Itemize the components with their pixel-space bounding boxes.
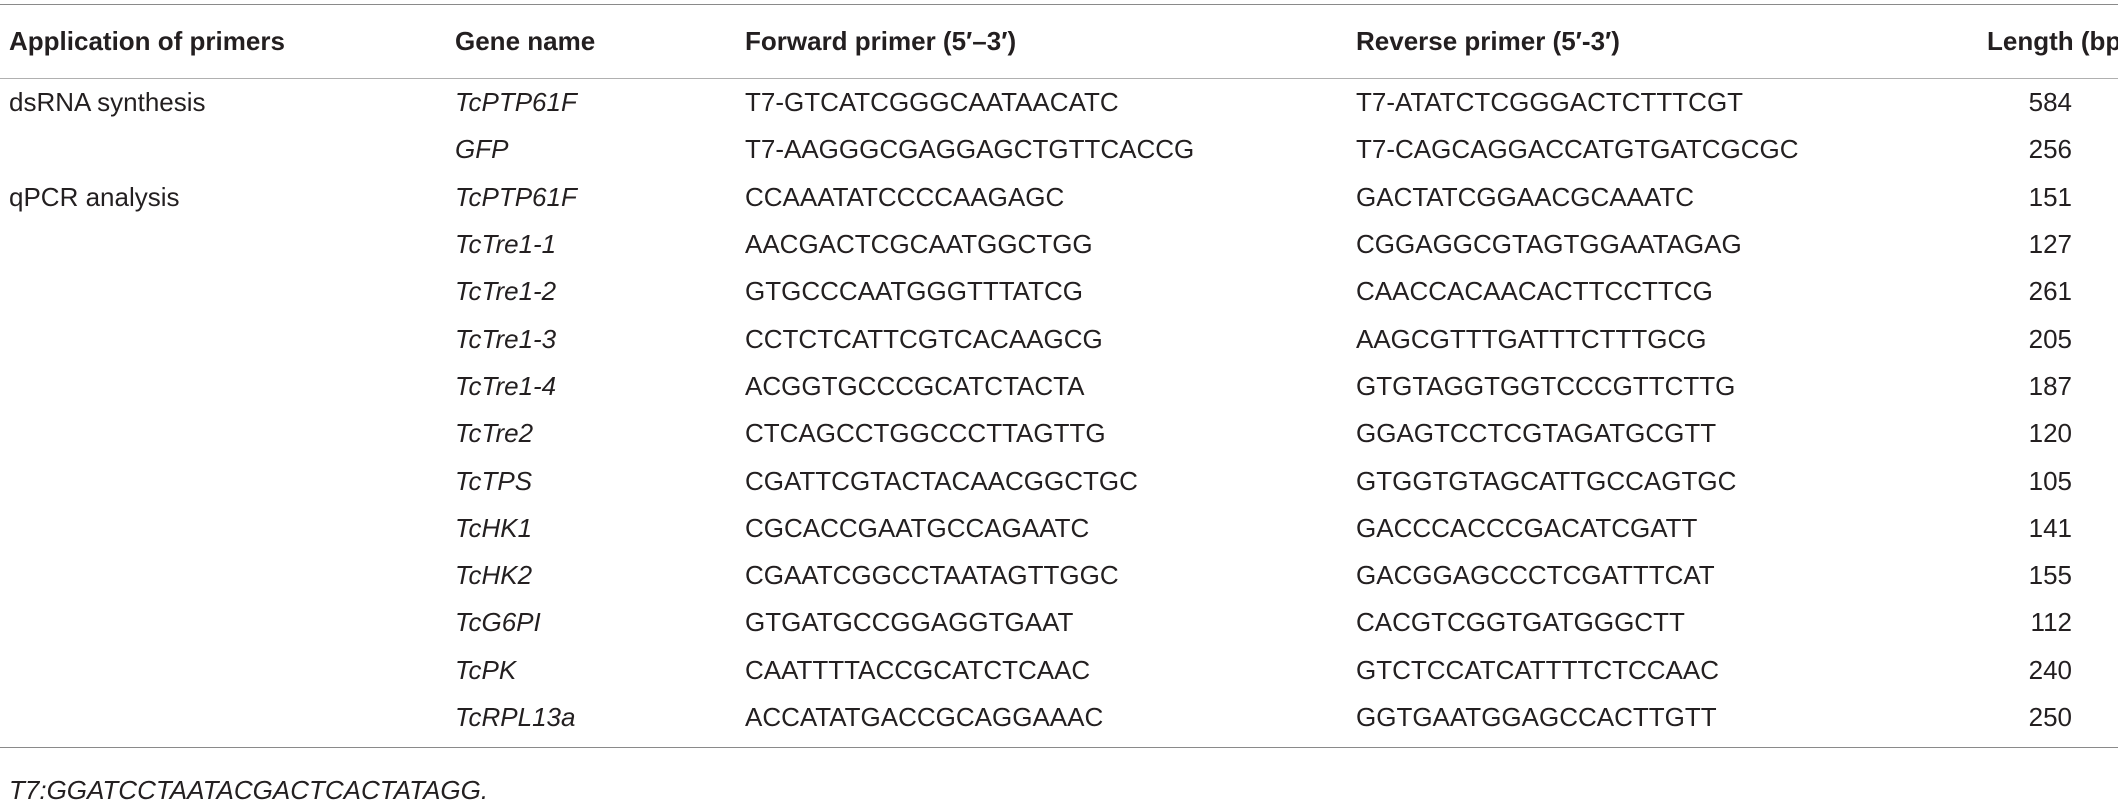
- table-body: dsRNA synthesis TcPTP61F T7-GTCATCGGGCAA…: [0, 78, 2118, 741]
- cell-application: [0, 599, 455, 646]
- cell-forward: CGATTCGTACTACAACGGCTGC: [745, 465, 1138, 496]
- cell-application: [0, 552, 455, 599]
- cell-reverse: CGGAGGCGTAGTGGAATAGAG: [1356, 229, 1742, 260]
- cell-reverse: GGTGAATGGAGCCACTTGTT: [1356, 702, 1717, 732]
- cell-gene: TcTre1-3: [455, 323, 557, 354]
- primer-table-container: Application of primers Gene name Forward…: [0, 4, 2118, 749]
- table-row: TcTre1-2 GTGCCCAATGGGTTTATCG CAACCACAACA…: [0, 268, 2118, 315]
- cell-gene: TcG6PI: [455, 607, 541, 638]
- table-row: TcG6PI GTGATGCCGGAGGTGAAT CACGTCGGTGATGG…: [0, 599, 2118, 646]
- cell-gene: TcTre1-2: [455, 276, 557, 307]
- cell-application: [0, 505, 455, 552]
- cell-reverse: GACCCACCCGACATCGATT: [1356, 512, 1698, 543]
- cell-forward: GTGATGCCGGAGGTGAAT: [745, 607, 1074, 638]
- cell-gene: GFP: [455, 134, 509, 165]
- cell-gene: TcPTP61F: [455, 87, 577, 118]
- cell-gene: TcTre2: [455, 418, 534, 449]
- cell-length: 240: [2028, 654, 2072, 685]
- cell-application: qPCR analysis: [9, 181, 180, 212]
- cell-reverse: GTGGTGTAGCATTGCCAGTGC: [1356, 465, 1737, 496]
- cell-reverse: GGAGTCCTCGTAGATGCGTT: [1356, 418, 1717, 449]
- cell-length: 141: [2028, 512, 2072, 543]
- cell-reverse: GACGGAGCCCTCGATTTCAT: [1356, 560, 1715, 591]
- cell-application: [0, 221, 455, 268]
- cell-gene: TcTre1-1: [455, 229, 557, 260]
- primer-table: Application of primers Gene name Forward…: [0, 5, 2118, 741]
- cell-reverse: CAACCACAACACTTCCTTCG: [1356, 276, 1713, 307]
- header-gene-name: Gene name: [455, 26, 596, 56]
- cell-application: [0, 363, 455, 410]
- header-reverse-primer: Reverse primer (5′-3′): [1356, 26, 1620, 56]
- table-row: TcTre1-4 ACGGTGCCCGCATCTACTA GTGTAGGTGGT…: [0, 363, 2118, 410]
- cell-reverse: CACGTCGGTGATGGGCTT: [1356, 607, 1685, 638]
- cell-length: 112: [2030, 607, 2072, 638]
- cell-application: [0, 126, 455, 173]
- cell-forward: CAATTTTACCGCATCTCAAC: [745, 654, 1091, 685]
- cell-application: [0, 647, 455, 694]
- header-bottom-rule: [0, 78, 2118, 79]
- cell-forward: CCTCTCATTCGTCACAAGCG: [745, 323, 1103, 354]
- cell-forward: CCAAATATCCCCAAGAGC: [745, 181, 1065, 212]
- cell-reverse: GACTATCGGAACGCAAATC: [1356, 181, 1695, 212]
- cell-forward: CTCAGCCTGGCCCTTAGTTG: [745, 418, 1106, 449]
- cell-forward: GTGCCCAATGGGTTTATCG: [745, 276, 1083, 307]
- cell-length: 250: [2028, 702, 2072, 732]
- cell-forward: CGAATCGGCCTAATAGTTGGC: [745, 560, 1119, 591]
- cell-forward: ACCATATGACCGCAGGAAAC: [745, 702, 1104, 732]
- table-row: TcTPS CGATTCGTACTACAACGGCTGC GTGGTGTAGCA…: [0, 457, 2118, 504]
- cell-gene: TcPTP61F: [455, 181, 577, 212]
- cell-application: [0, 315, 455, 362]
- cell-length: 584: [2028, 87, 2072, 118]
- header-length: Length (bp): [1987, 26, 2118, 56]
- table-row: TcHK1 CGCACCGAATGCCAGAATC GACCCACCCGACAT…: [0, 505, 2118, 552]
- table-row: TcPK CAATTTTACCGCATCTCAAC GTCTCCATCATTTT…: [0, 647, 2118, 694]
- cell-gene: TcTre1-4: [455, 370, 557, 401]
- cell-forward: T7-AAGGGCGAGGAGCTGTTCACCG: [745, 134, 1195, 165]
- cell-length: 155: [2028, 560, 2072, 591]
- cell-gene: TcPK: [455, 654, 517, 685]
- cell-forward: ACGGTGCCCGCATCTACTA: [745, 370, 1085, 401]
- table-header-row: Application of primers Gene name Forward…: [0, 5, 2118, 78]
- table-row: TcRPL13a ACCATATGACCGCAGGAAAC GGTGAATGGA…: [0, 694, 2118, 741]
- header-forward-primer: Forward primer (5′–3′): [745, 26, 1017, 56]
- table-row: TcTre1-3 CCTCTCATTCGTCACAAGCG AAGCGTTTGA…: [0, 315, 2118, 362]
- cell-forward: AACGACTCGCAATGGCTGG: [745, 229, 1093, 260]
- table-footnote: T7:GGATCCTAATACGACTCACTATAGG.: [9, 775, 489, 805]
- cell-forward: T7-GTCATCGGGCAATAACATC: [745, 87, 1119, 118]
- table-row: qPCR analysis TcPTP61F CCAAATATCCCCAAGAG…: [0, 174, 2118, 221]
- cell-length: 105: [2028, 465, 2072, 496]
- cell-reverse: T7-CAGCAGGACCATGTGATCGCGC: [1356, 134, 1799, 165]
- cell-length: 261: [2028, 276, 2072, 307]
- cell-reverse: GTCTCCATCATTTTCTCCAAC: [1356, 654, 1719, 685]
- cell-reverse: T7-ATATCTCGGGACTCTTTCGT: [1356, 87, 1744, 118]
- cell-gene: TcTPS: [455, 465, 533, 496]
- table-row: TcTre2 CTCAGCCTGGCCCTTAGTTG GGAGTCCTCGTA…: [0, 410, 2118, 457]
- cell-gene: TcHK2: [455, 560, 533, 591]
- cell-length: 120: [2028, 418, 2072, 449]
- cell-application: [0, 268, 455, 315]
- cell-application: [0, 457, 455, 504]
- cell-application: [0, 694, 455, 741]
- table-top-rule: [0, 4, 2118, 5]
- cell-length: 127: [2028, 229, 2072, 260]
- cell-length: 187: [2028, 370, 2072, 401]
- cell-reverse: AAGCGTTTGATTTCTTTGCG: [1356, 323, 1707, 354]
- table-row: TcHK2 CGAATCGGCCTAATAGTTGGC GACGGAGCCCTC…: [0, 552, 2118, 599]
- cell-length: 256: [2028, 134, 2072, 165]
- header-application: Application of primers: [9, 26, 285, 56]
- cell-length: 205: [2028, 323, 2072, 354]
- cell-reverse: GTGTAGGTGGTCCCGTTCTTG: [1356, 370, 1736, 401]
- table-row: dsRNA synthesis TcPTP61F T7-GTCATCGGGCAA…: [0, 79, 2118, 126]
- table-bottom-rule: [0, 747, 2118, 749]
- table-row: TcTre1-1 AACGACTCGCAATGGCTGG CGGAGGCGTAG…: [0, 221, 2118, 268]
- cell-forward: CGCACCGAATGCCAGAATC: [745, 512, 1090, 543]
- cell-application: [0, 410, 455, 457]
- cell-gene: TcHK1: [455, 512, 533, 543]
- table-row: GFP T7-AAGGGCGAGGAGCTGTTCACCG T7-CAGCAGG…: [0, 126, 2118, 173]
- cell-gene: TcRPL13a: [455, 702, 576, 732]
- cell-application: dsRNA synthesis: [9, 87, 206, 118]
- cell-length: 151: [2028, 181, 2072, 212]
